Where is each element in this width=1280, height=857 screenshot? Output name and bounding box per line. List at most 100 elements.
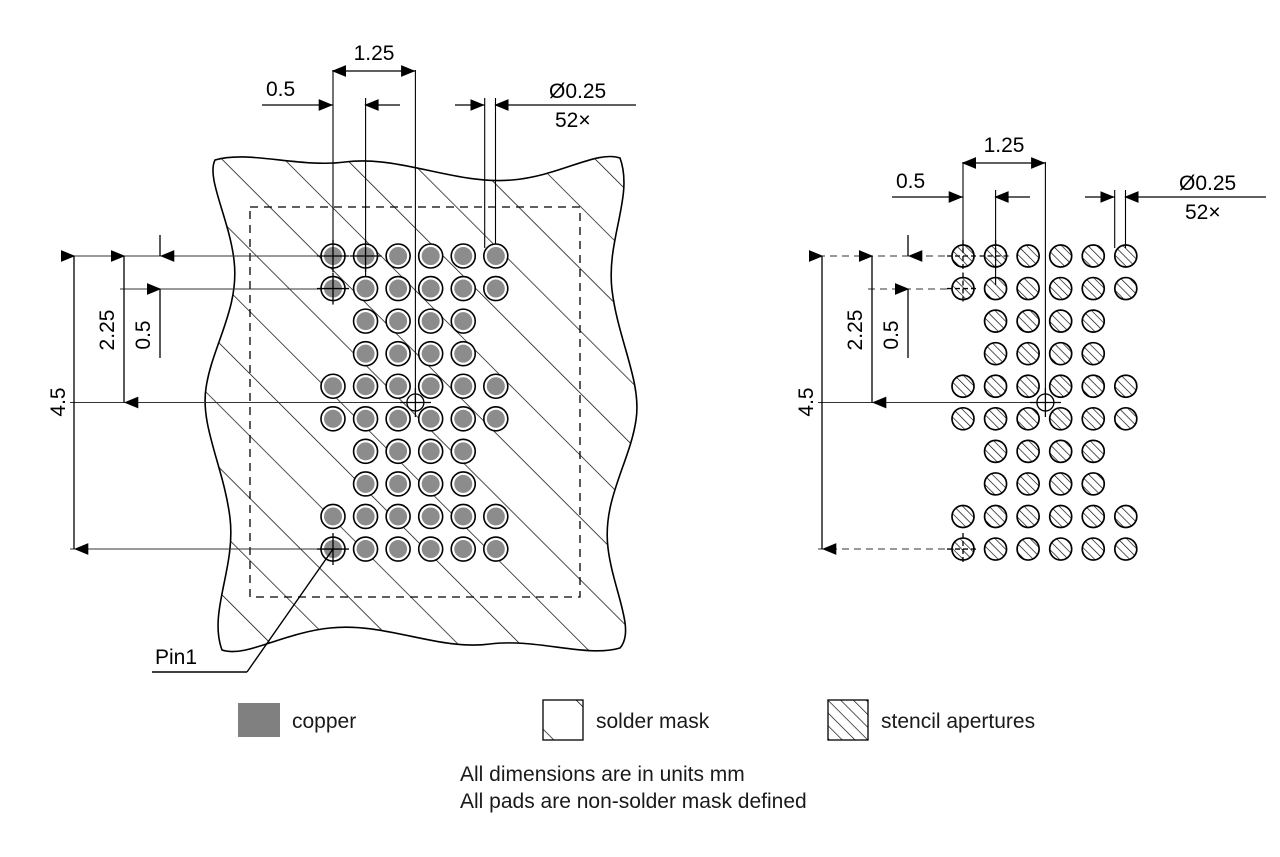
copper-pad xyxy=(450,503,477,530)
pin1-label: Pin1 xyxy=(155,646,197,669)
stencil-aperture xyxy=(1113,537,1138,561)
right-extension-lines-horizontal xyxy=(818,255,1050,550)
stencil-aperture xyxy=(1113,406,1138,431)
copper-pad xyxy=(450,308,477,334)
legend-label-copper: copper xyxy=(292,710,356,733)
stencil-aperture xyxy=(1048,439,1073,464)
stencil-aperture xyxy=(1048,537,1073,561)
dim-row-offset-right-label: 0.5 xyxy=(880,320,903,349)
stencil-aperture xyxy=(1016,537,1040,561)
copper-pad xyxy=(450,373,477,400)
datum-crosshair xyxy=(947,272,979,305)
dim-pitch-right-label: 1.25 xyxy=(984,134,1025,157)
copper-pad xyxy=(385,471,411,497)
left-view-copper: 1.25 0.5 Ø0.25 52× 4.5 xyxy=(47,42,638,673)
dim-pitch-left: 1.25 xyxy=(331,42,416,77)
legend-item-copper: copper xyxy=(238,703,356,737)
copper-pad xyxy=(352,275,379,302)
copper-pad xyxy=(417,275,444,302)
dim-row-offset-left: 0.5 xyxy=(132,235,175,358)
stencil-aperture xyxy=(1048,244,1073,268)
copper-pad xyxy=(482,405,509,432)
stencil-aperture xyxy=(983,309,1008,333)
stencil-aperture-swatch xyxy=(827,699,869,741)
copper-pad xyxy=(352,438,379,465)
notes-block: All dimensions are in units mm All pads … xyxy=(460,763,807,813)
copper-pad xyxy=(417,536,444,562)
stencil-aperture xyxy=(983,537,1008,561)
stencil-aperture xyxy=(1048,276,1073,301)
dim-height-full-right: 4.5 xyxy=(795,250,837,555)
legend-label-solder-mask: solder mask xyxy=(596,710,710,733)
stencil-aperture xyxy=(1048,374,1073,399)
stencil-aperture xyxy=(1081,309,1106,333)
copper-pad-array xyxy=(317,240,509,566)
stencil-aperture xyxy=(1081,374,1106,399)
stencil-aperture xyxy=(1016,374,1040,399)
copper-pad xyxy=(385,243,411,269)
copper-pad xyxy=(385,275,411,302)
package-body-dashed-outline xyxy=(249,206,581,598)
solder-mask-swatch xyxy=(542,699,584,741)
left-extension-lines-vertical xyxy=(332,70,497,400)
datum-crosshair xyxy=(317,272,349,305)
center-crosshair-left xyxy=(400,388,431,417)
stencil-aperture xyxy=(1081,504,1106,529)
copper-pad xyxy=(417,438,444,465)
stencil-aperture xyxy=(1113,276,1138,301)
dim-pad-dia-right-label: Ø0.25 xyxy=(1179,172,1236,195)
copper-pad xyxy=(352,373,379,400)
stencil-aperture xyxy=(1048,504,1073,529)
copper-pad xyxy=(352,340,379,367)
dim-height-full-left-label: 4.5 xyxy=(47,387,70,416)
copper-pad xyxy=(417,471,444,497)
stencil-aperture xyxy=(1048,341,1073,366)
stencil-aperture xyxy=(983,439,1008,464)
copper-pad xyxy=(482,243,509,269)
dim-pitch-right: 1.25 xyxy=(961,134,1046,169)
stencil-aperture xyxy=(1113,374,1138,399)
dim-height-half-left-label: 2.25 xyxy=(96,310,119,351)
stencil-aperture xyxy=(1081,276,1106,301)
note-mask: All pads are non-solder mask defined xyxy=(460,790,807,813)
stencil-aperture xyxy=(1081,537,1106,561)
copper-swatch xyxy=(238,703,280,737)
copper-pad xyxy=(385,373,411,400)
dim-height-full-right-label: 4.5 xyxy=(795,387,818,416)
dim-offset-right-label: 0.5 xyxy=(896,170,925,193)
stencil-aperture xyxy=(1016,244,1040,268)
right-view-stencil: 1.25 0.5 Ø0.25 52× 4.5 xyxy=(795,134,1266,566)
copper-pad xyxy=(482,503,509,530)
stencil-aperture xyxy=(983,374,1008,399)
dim-pad-count-right-label: 52× xyxy=(1185,201,1221,224)
pin1-leader: Pin1 xyxy=(152,548,334,673)
copper-pad xyxy=(320,405,346,432)
dim-height-full-left: 4.5 xyxy=(47,250,89,555)
copper-pad xyxy=(385,536,411,562)
stencil-aperture xyxy=(1081,244,1106,268)
dim-row-offset-left-label: 0.5 xyxy=(132,320,155,349)
dim-pad-dia-left: Ø0.25 52× xyxy=(455,80,636,132)
copper-pad xyxy=(482,275,509,302)
copper-pad xyxy=(417,308,444,334)
copper-pad xyxy=(417,405,444,432)
dim-offset-right: 0.5 xyxy=(892,170,1030,203)
stencil-aperture xyxy=(1016,276,1040,301)
dim-pad-dia-left-label: Ø0.25 xyxy=(549,80,606,103)
stencil-aperture xyxy=(1016,504,1040,529)
stencil-aperture xyxy=(1016,472,1040,496)
stencil-aperture xyxy=(1113,244,1138,268)
stencil-aperture xyxy=(1048,406,1073,431)
legend-label-stencil-apertures: stencil apertures xyxy=(881,710,1035,733)
solder-mask-body xyxy=(204,155,638,653)
stencil-aperture xyxy=(1048,472,1073,496)
stencil-aperture xyxy=(1081,439,1106,464)
note-units: All dimensions are in units mm xyxy=(460,763,745,786)
copper-pad xyxy=(352,308,379,334)
copper-pad xyxy=(450,536,477,562)
stencil-aperture xyxy=(983,406,1008,431)
dim-height-half-right-label: 2.25 xyxy=(844,310,867,351)
copper-pad xyxy=(450,405,477,432)
legend-item-stencil-apertures: stencil apertures xyxy=(827,699,1035,741)
